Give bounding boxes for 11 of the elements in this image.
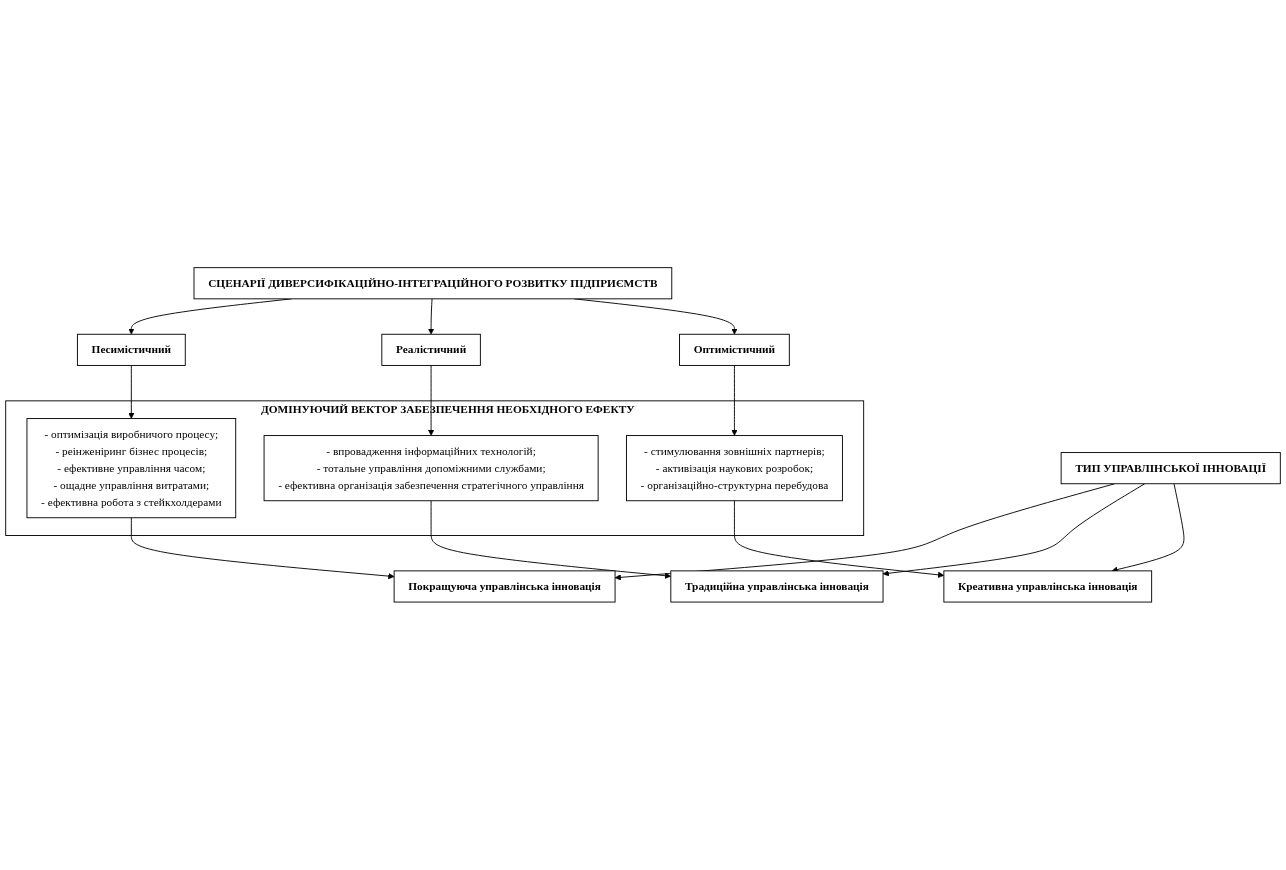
node-box: - стимулювання зовнішніх партнерів; - активізація наукових розробок; - організаційно-структурна перебудова: [626, 435, 843, 502]
node-box: - оптимізація виробничого процесу; - реінженіринг бізнес процесів; - ефективне управління часом; - ощадне управління витратами; - ефективна робота з стейкхолдерами: [26, 418, 237, 519]
node-box: Креативна управлінська інновація: [943, 570, 1153, 603]
node-box: Реалістичний: [381, 333, 481, 367]
node-box: ТИП УПРАВЛІНСЬКОЇ ІННОВАЦІЇ: [1060, 452, 1281, 485]
node-box: Песимістичний: [76, 333, 186, 367]
node-box: СЦЕНАРІЇ ДИВЕРСИФІКАЦІЙНО-ІНТЕГРАЦІЙНОГО РОЗВИТКУ ПІДПРИЄМСТВ: [193, 267, 673, 300]
node-box: Традиційна управлінська інновація: [670, 570, 884, 603]
node-box: Покращуюча управлінська інновація: [393, 570, 616, 603]
node-box: Оптимістичний: [679, 333, 790, 367]
node-box: - впровадження інформаційних технологій; - тотальне управління допоміжними службами; - ефективна організація забезпечення стратегічного управління: [263, 435, 599, 502]
